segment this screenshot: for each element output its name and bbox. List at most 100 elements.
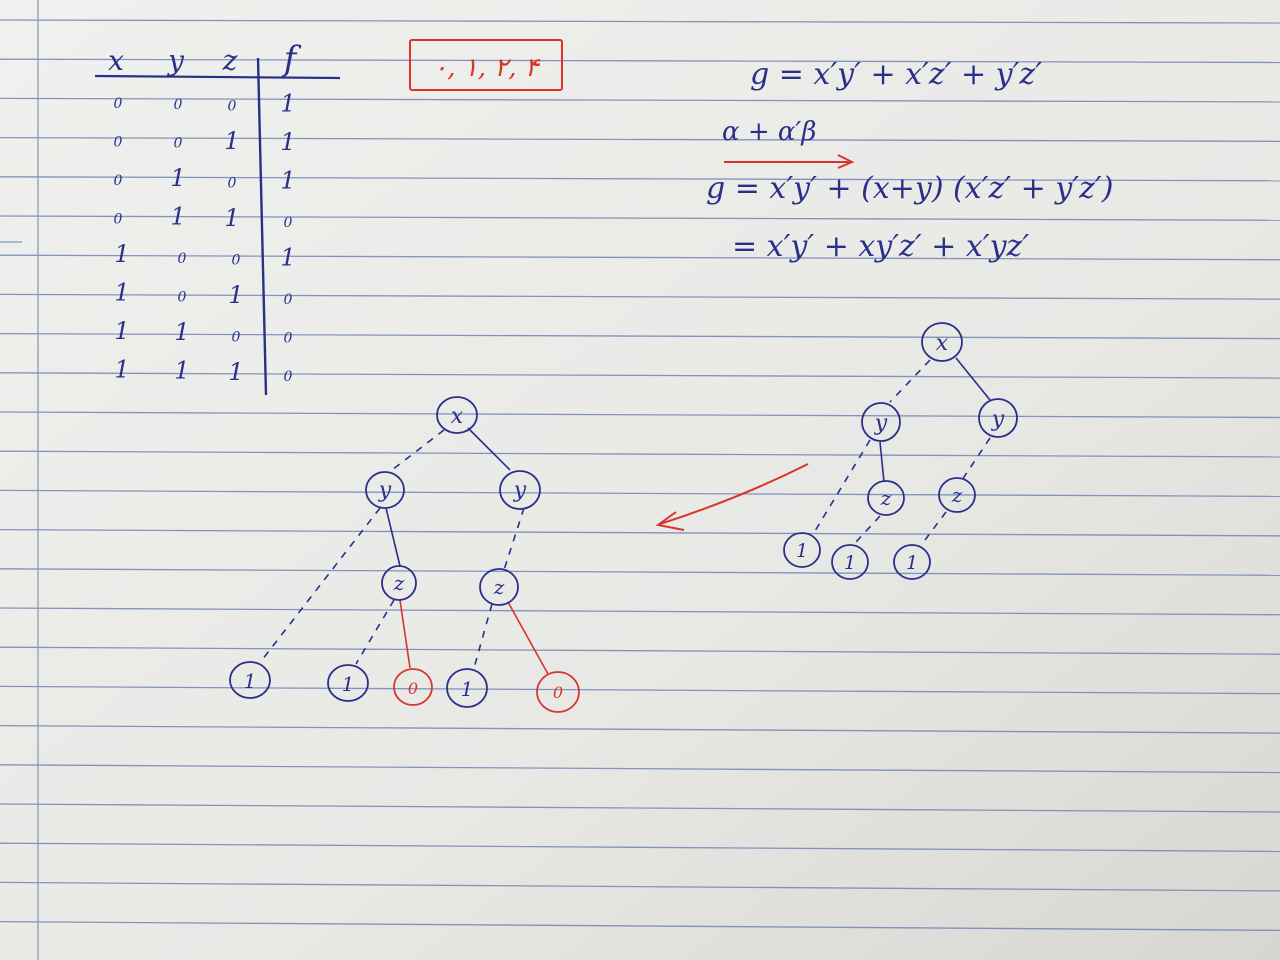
ruled-line	[0, 136, 1280, 143]
truth-table-cell: 1	[280, 128, 295, 156]
truth-table-cell: 1	[228, 281, 243, 309]
truth-table-cell: 0	[284, 331, 293, 347]
truth-table-cell: 0	[114, 173, 123, 189]
tree-left-node-x-label: x	[451, 404, 464, 429]
equation-line-2: α + α′β	[722, 117, 816, 147]
ruled-line	[0, 19, 1280, 24]
truth-table-cell: 1	[228, 358, 243, 386]
ruled-line	[0, 254, 1280, 261]
equations: g = x′y′ + x′z′ + y′z′ α + α′β g = x′y′ …	[706, 57, 1113, 264]
truth-table-cell: 1	[114, 240, 129, 268]
ruled-line	[0, 724, 1280, 734]
equation-line-4: = x′y′ + xy′z′ + x′yz′	[732, 229, 1029, 264]
tree-left-leaf-3-label: 0	[408, 679, 418, 698]
ruled-line	[0, 646, 1280, 655]
tree-right-leaf-1-label: 1	[796, 540, 808, 562]
tree-right-leaf-1: 1	[783, 532, 821, 568]
truth-table-cell: 1	[280, 167, 295, 195]
truth-table-cell: 1	[224, 127, 239, 155]
tree-right-node-y2-label: y	[991, 407, 1005, 432]
truth-table-cell: 1	[114, 317, 129, 345]
minterms-box-text: ۰, ۱, ۲, ۴	[433, 53, 540, 83]
ruled-line	[0, 920, 1280, 931]
truth-table-cell: 0	[284, 215, 293, 231]
tree-left-leaf-1: 1	[229, 661, 271, 699]
minterms-box-frame	[409, 39, 563, 91]
equation-arrow	[724, 154, 855, 169]
tree-left-node-y2: y	[499, 470, 541, 510]
truth-table-cell: 0	[178, 251, 187, 267]
truth-table-cell: 0	[114, 212, 123, 228]
ruled-lines	[0, 19, 1280, 931]
ruled-line	[0, 293, 1280, 300]
truth-table-header-rule	[94, 74, 341, 80]
tree-left-leaf-4: 1	[446, 668, 488, 708]
truth-table-cell: 0	[174, 136, 183, 152]
tree-right-node-z1-label: z	[880, 486, 892, 510]
tree-left-leaf-4-label: 1	[461, 677, 474, 701]
tree-left-leaf-1-label: 1	[244, 669, 257, 693]
tree-right-node-z2: z	[938, 477, 976, 513]
truth-table-header-x: x	[108, 44, 124, 77]
truth-table-cell: 1	[280, 90, 295, 118]
ruled-line	[0, 215, 1280, 221]
tree-right-node-y1-label: y	[874, 411, 888, 436]
minterms-box: ۰, ۱, ۲, ۴	[409, 39, 563, 91]
equation-line-1: g = x′y′ + x′z′ + y′z′	[750, 57, 1042, 92]
ruled-line	[0, 881, 1280, 892]
truth-table-cell: 1	[114, 356, 129, 384]
tree-right-node-z1: z	[867, 480, 905, 516]
tree-right-node-x-label: x	[936, 331, 949, 356]
tree-left-leaf-3: 0	[393, 668, 433, 706]
truth-table-cell: 0	[114, 135, 123, 151]
truth-table-row: 0 0 1 1	[114, 127, 296, 156]
truth-table-row: 1 1 1 0	[114, 356, 292, 386]
tree-left-node-y1: y	[365, 471, 405, 509]
tree-right-node-x: x	[921, 322, 963, 362]
truth-table-cell: 1	[114, 279, 129, 307]
truth-table-header-y: y	[166, 44, 185, 77]
truth-table-cell: 0	[114, 96, 123, 112]
truth-table-header-z: z	[222, 44, 238, 77]
decision-tree-right: x y y z z 1 1 1	[783, 322, 1018, 580]
ruled-line	[0, 489, 1280, 498]
ruled-line	[0, 842, 1280, 853]
truth-table-cell: 0	[284, 369, 293, 385]
tree-left-leaf-5-label: 0	[553, 683, 563, 702]
ruled-line	[0, 764, 1280, 774]
tree-right-leaf-3-label: 1	[906, 552, 918, 574]
ruled-line	[0, 607, 1280, 616]
truth-table-cell: 1	[280, 244, 295, 272]
tree-left-node-y1-label: y	[378, 478, 392, 503]
truth-table-cell: 1	[174, 318, 189, 346]
truth-table-cell: 0	[228, 175, 237, 191]
ruled-line	[0, 332, 1280, 340]
truth-table-cell: 1	[174, 357, 189, 385]
ruled-line	[0, 803, 1280, 813]
tree-left-edges	[261, 427, 549, 675]
tree-left-leaf-2-label: 1	[342, 672, 355, 696]
ruled-line	[0, 568, 1280, 576]
tree-right-node-z2-label: z	[951, 483, 963, 507]
ruled-line	[0, 685, 1280, 695]
reduction-arrow	[655, 463, 809, 531]
equation-line-3: g = x′y′ + (x+y) (x′z′ + y′z′)	[706, 171, 1113, 206]
truth-table-cell: 1	[170, 203, 185, 231]
tree-right-node-y1: y	[861, 402, 901, 442]
tree-left-node-y2-label: y	[513, 478, 527, 503]
truth-table-cell: 0	[284, 292, 293, 308]
truth-table-cell: 0	[174, 97, 183, 113]
tree-left-node-z1-label: z	[393, 571, 405, 595]
ruled-line	[0, 528, 1280, 537]
tree-right-leaf-2-label: 1	[844, 552, 856, 574]
